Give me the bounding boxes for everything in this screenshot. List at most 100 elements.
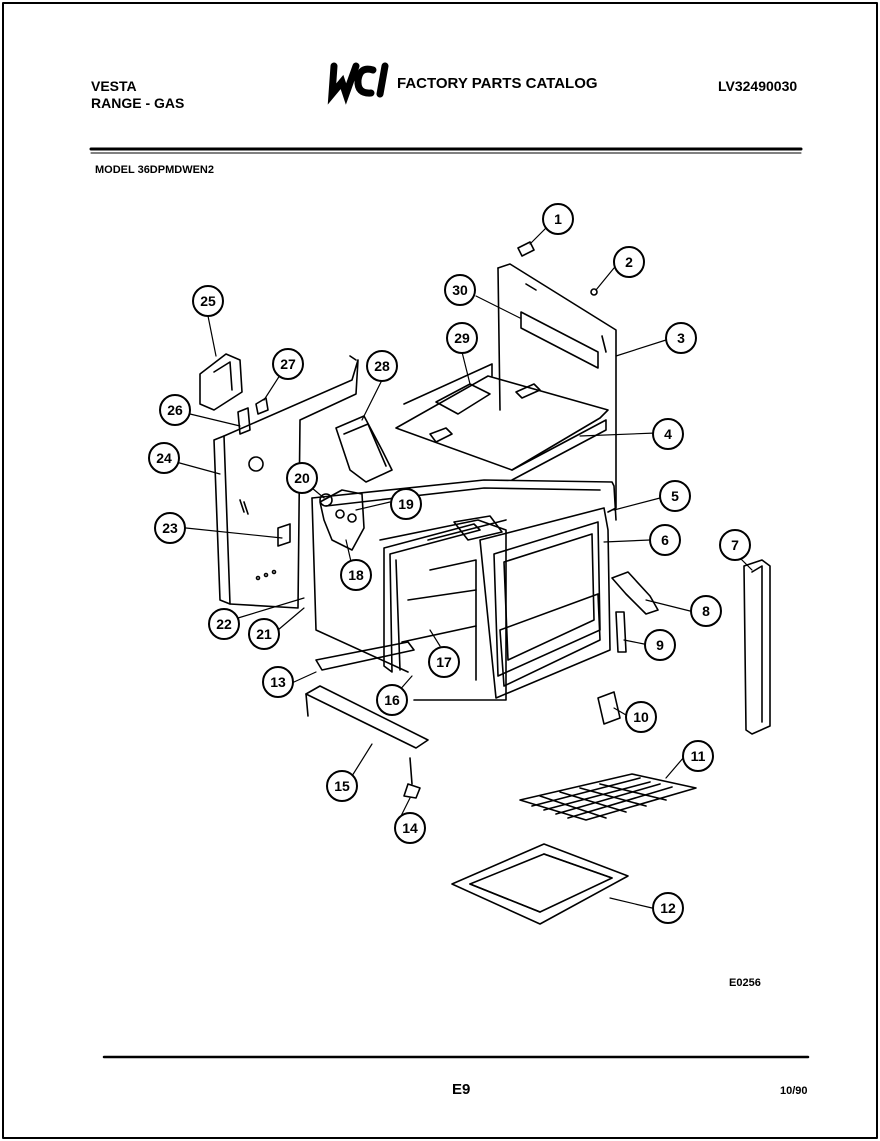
callout-27: 27 xyxy=(272,348,304,380)
callout-circle xyxy=(286,462,318,494)
callout-11: 11 xyxy=(682,740,714,772)
callout-circle xyxy=(390,488,422,520)
callout-number: 20 xyxy=(294,470,310,486)
callout-number: 8 xyxy=(702,603,710,619)
callout-number: 21 xyxy=(256,626,272,642)
callout-10: 10 xyxy=(625,701,657,733)
callout-number: 17 xyxy=(436,654,452,670)
part-13-bottom xyxy=(315,641,415,671)
callout-number: 24 xyxy=(156,450,172,466)
callout-circle xyxy=(159,394,191,426)
callout-circle xyxy=(272,348,304,380)
callout-number: 7 xyxy=(731,537,739,553)
callout-circle xyxy=(719,529,751,561)
callout-24: 24 xyxy=(148,442,180,474)
callout-circle xyxy=(613,246,645,278)
callout-number: 28 xyxy=(374,358,390,374)
callout-number: 19 xyxy=(398,496,414,512)
part-8-hinge xyxy=(611,571,659,615)
callout-number: 13 xyxy=(270,674,286,690)
callout-18: 18 xyxy=(340,559,372,591)
callout-circle xyxy=(649,524,681,556)
callout-28: 28 xyxy=(366,350,398,382)
callout-3: 3 xyxy=(665,322,697,354)
callout-20: 20 xyxy=(286,462,318,494)
callout-circle xyxy=(659,480,691,512)
callout-number: 11 xyxy=(691,748,706,764)
back-panel xyxy=(497,263,617,513)
part-7-trim xyxy=(743,559,771,735)
catalog-title: FACTORY PARTS CATALOG xyxy=(397,75,598,92)
part-25-bracket xyxy=(199,353,243,411)
callout-circle xyxy=(208,608,240,640)
revision-date: 10/90 xyxy=(780,1085,808,1097)
callout-7: 7 xyxy=(719,529,751,561)
side-panel xyxy=(213,355,359,609)
callout-22: 22 xyxy=(208,608,240,640)
page-number: E9 xyxy=(452,1081,471,1098)
callout-circle xyxy=(148,442,180,474)
callout-4: 4 xyxy=(652,418,684,450)
callout-number: 26 xyxy=(167,402,183,418)
callout-8: 8 xyxy=(690,595,722,627)
door-seal xyxy=(383,523,481,673)
part-2-screw xyxy=(590,288,598,296)
callout-circle xyxy=(652,892,684,924)
brand-line-2: RANGE - GAS xyxy=(91,95,185,111)
callout-circle xyxy=(192,285,224,317)
callout-number: 23 xyxy=(162,520,178,536)
callout-5: 5 xyxy=(659,480,691,512)
callout-16: 16 xyxy=(376,684,408,716)
callout-circle xyxy=(444,274,476,306)
part-1 xyxy=(517,241,535,257)
part-10-block xyxy=(597,691,621,725)
callout-29: 29 xyxy=(446,322,478,354)
callout-9: 9 xyxy=(644,629,676,661)
callout-circle xyxy=(394,812,426,844)
callout-14: 14 xyxy=(394,812,426,844)
callout-23: 23 xyxy=(154,512,186,544)
model-number: MODEL 36DPMDWEN2 xyxy=(95,164,214,176)
top-plate xyxy=(395,363,609,481)
callout-circle xyxy=(340,559,372,591)
catalog-number: LV32490030 xyxy=(718,78,798,94)
callout-circle xyxy=(262,666,294,698)
callout-number: 29 xyxy=(454,330,470,346)
callout-30: 30 xyxy=(444,274,476,306)
part-9-spring xyxy=(615,611,627,653)
callout-number: 6 xyxy=(661,532,669,548)
part-12-broiler-pan xyxy=(451,843,629,925)
front-frame xyxy=(479,507,611,699)
callout-circle xyxy=(154,512,186,544)
brand-line-1: VESTA xyxy=(91,78,137,94)
callout-circle xyxy=(248,618,280,650)
callout-circle xyxy=(652,418,684,450)
part-14-leveler xyxy=(403,783,421,799)
callout-circle xyxy=(542,203,574,235)
callout-circle xyxy=(376,684,408,716)
callout-17: 17 xyxy=(428,646,460,678)
callout-circle xyxy=(446,322,478,354)
callout-number: 3 xyxy=(677,330,685,346)
drawing-code: E0256 xyxy=(729,977,761,989)
callout-number: 9 xyxy=(656,637,664,653)
callout-21: 21 xyxy=(248,618,280,650)
callout-circle xyxy=(665,322,697,354)
part-11-rack xyxy=(519,773,697,821)
callout-circle xyxy=(690,595,722,627)
callout-number: 1 xyxy=(554,211,562,227)
callout-circle xyxy=(366,350,398,382)
callout-6: 6 xyxy=(649,524,681,556)
part-26-strip xyxy=(237,407,251,435)
callout-25: 25 xyxy=(192,285,224,317)
burner-assembly xyxy=(319,489,365,551)
callout-circle xyxy=(625,701,657,733)
callout-26: 26 xyxy=(159,394,191,426)
wci-logo xyxy=(327,62,389,105)
callout-number: 25 xyxy=(200,293,216,309)
callout-number: 10 xyxy=(633,709,649,725)
callout-circle xyxy=(326,770,358,802)
